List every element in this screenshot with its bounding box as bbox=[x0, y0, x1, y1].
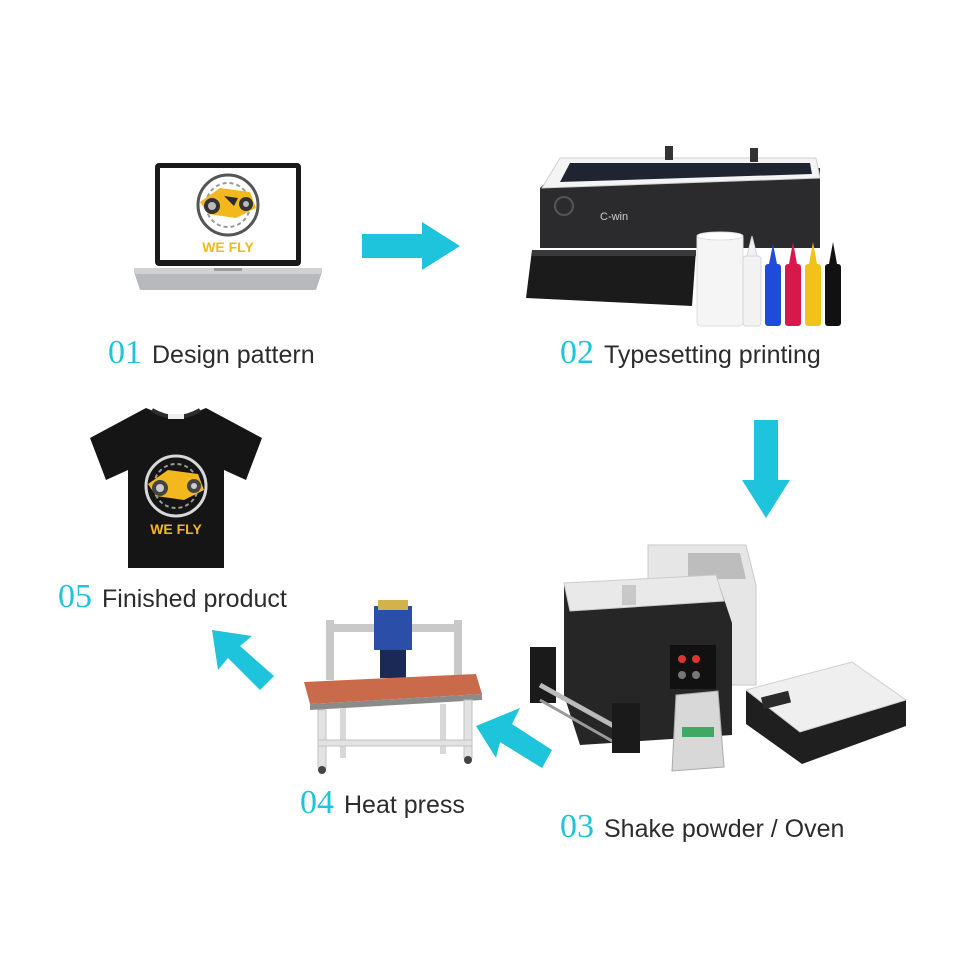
step-02-label: 02 Typesetting printing bbox=[560, 334, 821, 372]
step-05-number: 05 bbox=[58, 578, 92, 616]
step-05-text: Finished product bbox=[102, 585, 287, 614]
shirt-design-text: WE FLY bbox=[150, 521, 202, 537]
white-ink-bottle-icon bbox=[743, 236, 761, 326]
step-04-number: 04 bbox=[300, 784, 334, 822]
step-04-text: Heat press bbox=[344, 791, 465, 820]
arrow-up-left-icon bbox=[208, 626, 278, 696]
laptop-design-text: WE FLY bbox=[202, 239, 254, 255]
heat-press-illustration bbox=[300, 600, 485, 775]
printer-brand-label: C-win bbox=[600, 211, 628, 223]
tshirt-illustration: WE FLY bbox=[86, 404, 266, 570]
step-01-number: 01 bbox=[108, 334, 142, 372]
blue-ink-bottle-icon bbox=[765, 244, 781, 326]
yellow-ink-bottle-icon bbox=[805, 242, 821, 326]
step-03-number: 03 bbox=[560, 808, 594, 846]
step-02-text: Typesetting printing bbox=[604, 341, 821, 370]
step-01-label: 01 Design pattern bbox=[108, 334, 315, 372]
oven-illustration bbox=[742, 660, 910, 770]
step-01-text: Design pattern bbox=[152, 341, 315, 370]
arrow-down-icon bbox=[740, 420, 792, 520]
laptop-illustration: WE FLY bbox=[128, 160, 328, 300]
arrow-right-icon bbox=[362, 222, 462, 270]
step-02-number: 02 bbox=[560, 334, 594, 372]
step-03-text: Shake powder / Oven bbox=[604, 815, 844, 844]
black-ink-bottle-icon bbox=[825, 242, 841, 326]
step-05-label: 05 Finished product bbox=[58, 578, 287, 616]
step-03-label: 03 Shake powder / Oven bbox=[560, 808, 844, 846]
step-04-label: 04 Heat press bbox=[300, 784, 465, 822]
magenta-ink-bottle-icon bbox=[785, 242, 801, 326]
ink-supplies bbox=[695, 230, 855, 330]
